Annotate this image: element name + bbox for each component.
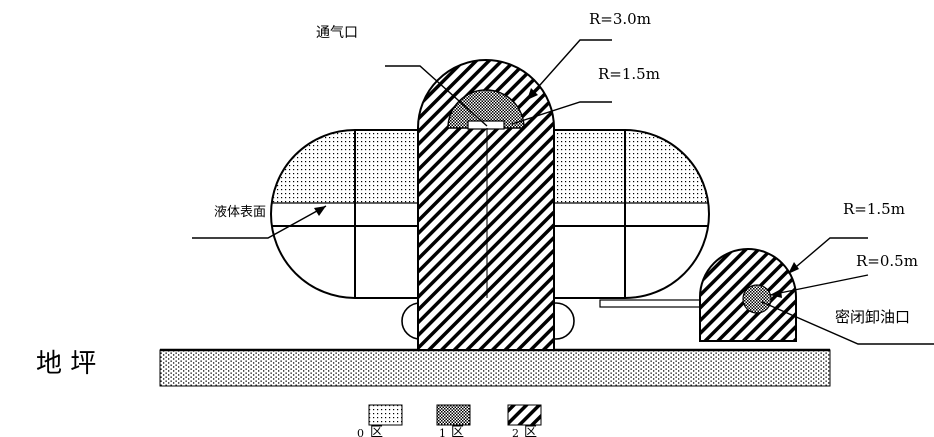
r-outer-top-label: R=3.0m	[589, 10, 651, 28]
arrowhead-r-inner-right	[770, 289, 782, 298]
unloading-port-label: 密闭卸油口	[835, 308, 910, 326]
r-outer-top-leader	[531, 39, 612, 95]
unloading-port-leader	[761, 301, 934, 345]
arrowheads	[314, 88, 799, 298]
r-inner-right-leader	[769, 274, 869, 296]
legend-zone-2-num: 2	[512, 427, 519, 437]
legend-zone-1-text: 区	[451, 425, 464, 437]
vent-zone-2	[417, 59, 555, 351]
r-outer-right-label: R=1.5m	[843, 200, 905, 218]
unloading-zone-2	[699, 248, 797, 342]
legend-swatch-zone-0	[368, 404, 403, 426]
vent-label: 通气口	[316, 25, 358, 41]
ground-label: 地 坪	[36, 349, 96, 379]
leader-lines	[192, 39, 934, 345]
arrowhead-r-outer-top	[527, 88, 538, 100]
legend-zone-1-num: 1	[439, 427, 446, 437]
legend-swatch-zone-1	[436, 404, 471, 426]
liquid-surface-leader	[192, 205, 327, 239]
legend-zone-2-text: 区	[524, 425, 537, 437]
r-outer-right-leader	[789, 237, 868, 273]
vent-zone-2-shape	[417, 59, 555, 351]
ground-slab	[159, 349, 831, 387]
vent-leader	[385, 65, 488, 127]
r-inner-right-label: R=0.5m	[856, 252, 918, 270]
unloading-pipe	[599, 299, 701, 308]
arrowhead-r-outer-right	[788, 262, 799, 274]
r-inner-top-leader	[511, 101, 612, 125]
legend-swatch-zone-2	[507, 404, 542, 426]
legend-zone-0-num: 0	[357, 427, 364, 437]
ground	[159, 348, 831, 387]
arrowhead-liquid-surface	[314, 206, 326, 216]
legend-zone-0-text: 区	[370, 425, 383, 437]
liquid-surface-label: 液体表面	[214, 205, 266, 220]
r-inner-top-label: R=1.5m	[598, 65, 660, 83]
vent-zone-1-shape	[447, 89, 525, 129]
unloading-zone-1-shape	[742, 284, 772, 314]
legend: 0 区 1 区 2 区	[357, 404, 542, 437]
